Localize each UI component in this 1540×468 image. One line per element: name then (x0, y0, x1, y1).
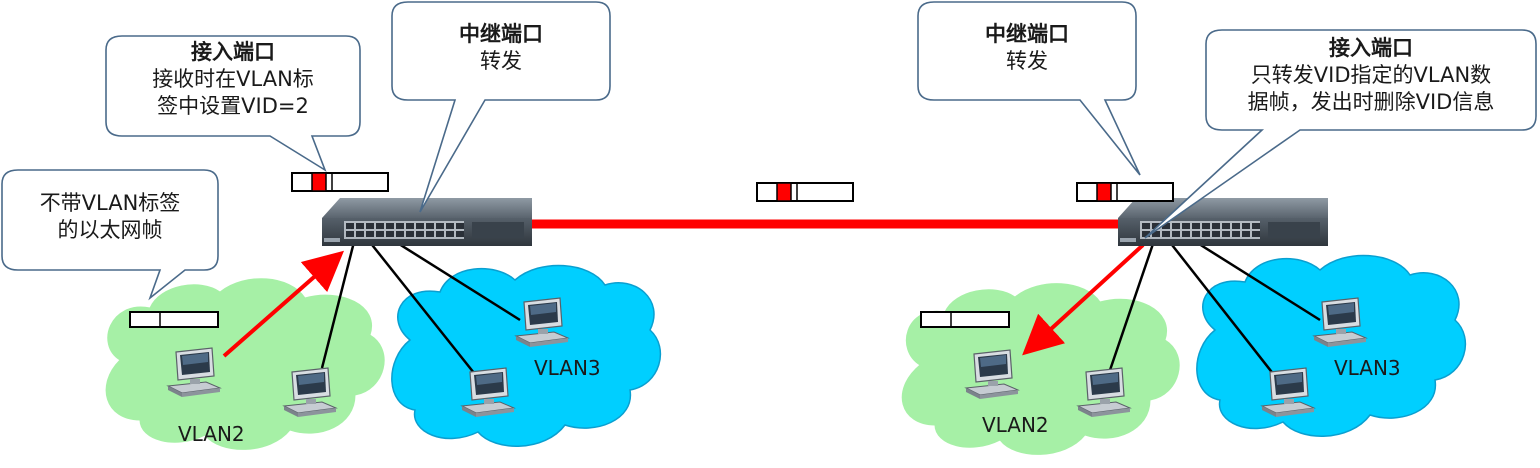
untagged-frame-callout: 不带VLAN标签 的以太网帧 (2, 190, 218, 244)
frame-icon (129, 311, 219, 328)
left-access-callout: 接入端口 接收时在VLAN标 签中设置VID=2 (106, 39, 360, 120)
frame-icon (920, 311, 1010, 328)
link-line (1164, 235, 1279, 381)
link-line (1106, 237, 1157, 377)
callout-title: 接入端口 (191, 40, 275, 64)
callout-bubble (105, 35, 361, 172)
frame-icon (756, 182, 854, 202)
cloud-icon (105, 278, 385, 450)
callout-bubble (1144, 29, 1537, 239)
vlan2-left-label: VLAN2 (178, 422, 245, 446)
callout-line: 接收时在VLAN标 (152, 67, 314, 91)
vlan3-left-label: VLAN3 (534, 356, 601, 380)
callout-line: 转发 (480, 49, 522, 73)
right-trunk-callout: 中继端口 转发 (918, 21, 1136, 75)
callout-line: 不带VLAN标签 (39, 191, 181, 215)
link-line (1179, 230, 1321, 322)
frame-icon (291, 172, 389, 192)
access-arrow (1022, 243, 1145, 356)
link-line (364, 235, 479, 379)
callout-title: 接入端口 (1329, 36, 1413, 60)
switch-icon (322, 198, 532, 246)
right-access-callout: 接入端口 只转发VID指定的VLAN数 据帧，发出时删除VID信息 (1206, 35, 1536, 116)
callout-line: 只转发VID指定的VLAN数 (1250, 63, 1492, 87)
callout-bubble (391, 1, 611, 213)
callout-title: 中继端口 (985, 22, 1069, 46)
callout-bubble (917, 1, 1141, 176)
vlan2-right-label: VLAN2 (982, 413, 1049, 437)
callout-line: 的以太网帧 (57, 218, 163, 242)
callout-bubble (1, 169, 219, 301)
access-arrow (222, 250, 345, 358)
link-line (320, 237, 357, 369)
frame-icon (1076, 182, 1174, 202)
left-trunk-callout: 中继端口 转发 (392, 21, 610, 75)
callout-title: 中继端口 (459, 22, 543, 46)
link-line (379, 230, 521, 322)
cloud-icon (391, 264, 661, 447)
callout-line: 转发 (1006, 49, 1048, 73)
switch-icon (1118, 198, 1328, 246)
callout-line: 签中设置VID=2 (157, 94, 309, 118)
vlan3-right-label: VLAN3 (1334, 356, 1401, 380)
callout-line: 据帧，发出时删除VID信息 (1247, 90, 1495, 114)
